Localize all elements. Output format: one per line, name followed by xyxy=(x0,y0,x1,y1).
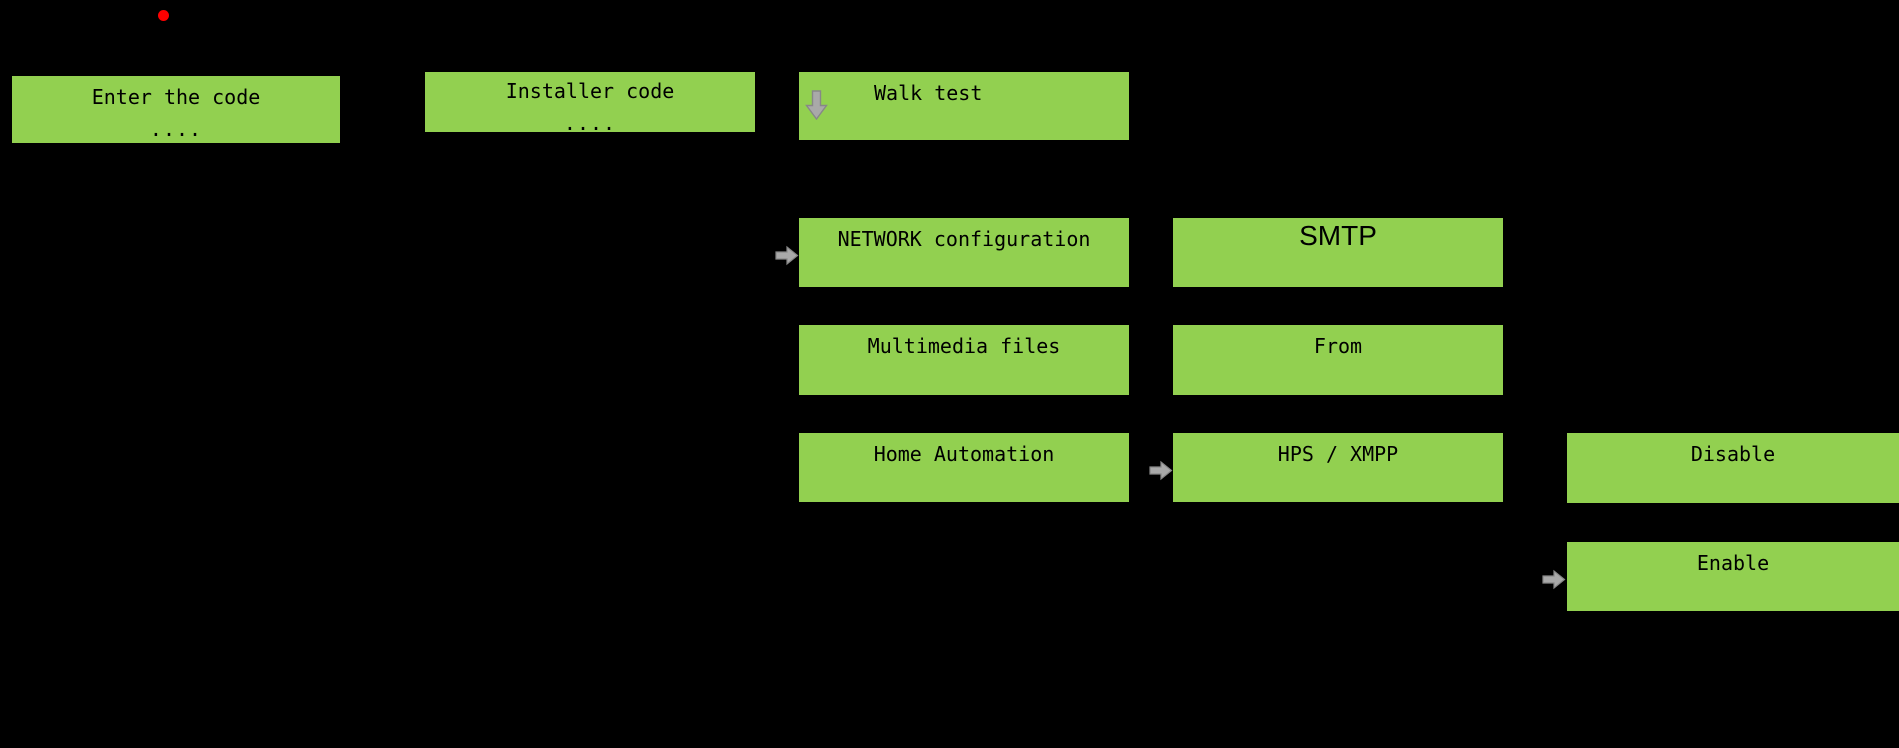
right-arrow-icon xyxy=(775,244,799,267)
node-label: SMTP xyxy=(1299,220,1377,251)
red-dot-marker-icon xyxy=(158,10,169,21)
node-from: From xyxy=(1173,325,1503,395)
node-enable: Enable xyxy=(1567,542,1899,611)
node-walk-test: Walk test xyxy=(799,72,1129,140)
node-label: Home Automation xyxy=(873,442,1055,466)
node-multimedia-files: Multimedia files xyxy=(799,325,1129,395)
node-hps-xmpp: HPS / XMPP xyxy=(1173,433,1503,502)
node-label: Enable xyxy=(1696,551,1770,575)
node-label: From xyxy=(1313,334,1363,358)
node-home-automation: Home Automation xyxy=(799,433,1129,502)
node-label: Walk test xyxy=(874,81,983,105)
node-enter-the-code: Enter the code .... xyxy=(12,76,340,143)
node-code-dots: .... xyxy=(149,117,203,141)
node-label: Disable xyxy=(1690,442,1776,466)
node-label: HPS / XMPP xyxy=(1277,442,1399,466)
right-arrow-icon xyxy=(1542,568,1566,591)
node-title: Installer code xyxy=(505,79,675,103)
node-smtp: SMTP xyxy=(1173,218,1503,287)
node-label: NETWORK configuration xyxy=(837,227,1091,251)
node-installer-code: Installer code .... xyxy=(425,72,755,135)
node-title: Enter the code xyxy=(91,85,261,109)
down-arrow-icon xyxy=(805,90,828,121)
node-code-dots: .... xyxy=(563,111,617,135)
right-arrow-icon xyxy=(1149,459,1173,482)
node-disable: Disable xyxy=(1567,433,1899,503)
node-label: Multimedia files xyxy=(867,334,1061,358)
node-network-configuration: NETWORK configuration xyxy=(799,218,1129,287)
